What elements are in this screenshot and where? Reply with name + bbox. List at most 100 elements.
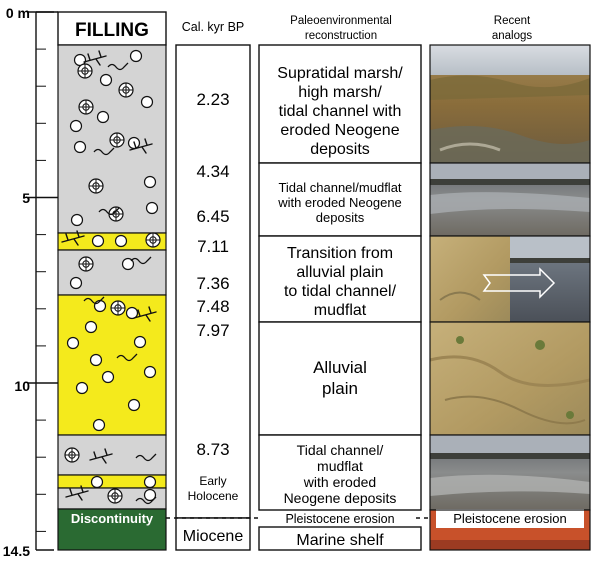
analog-photo-alluvial — [429, 321, 591, 436]
ages-column: Cal. kyr BP 2.23 4.34 6.45 7.11 7.36 7.4… — [175, 20, 251, 551]
age-6-45: 6.45 — [196, 207, 229, 226]
analog-photo-erosion: Pleistocene erosion — [429, 509, 591, 551]
pebble-symbol — [140, 95, 154, 109]
tick-label-0: 0 m — [6, 5, 30, 21]
recon-transition-line-3: to tidal channel/ — [284, 283, 397, 300]
early-holocene-line-2: Holocene — [188, 489, 239, 503]
analog-photo-tidal-lower — [429, 434, 591, 511]
recon-marsh-line-4: eroded Neogene — [280, 122, 399, 139]
pebble-symbol — [96, 110, 110, 124]
recon-box-marine-shelf — [258, 526, 422, 551]
age-7-97: 7.97 — [196, 321, 229, 340]
pebble-symbol — [133, 335, 147, 349]
recon-transition-line-2: alluvial plain — [296, 264, 383, 281]
recon-marsh-line-1: Supratidal marsh/ — [277, 65, 403, 82]
pebble-symbol — [143, 175, 157, 189]
layer-alluvial-thick — [57, 294, 167, 436]
recon-transition-line-4: mudflat — [314, 302, 367, 319]
recon-header-line-2: reconstruction — [305, 30, 377, 42]
depth-axis: 0 m 5 10 14.5 — [3, 5, 58, 559]
recon-tidal-upper-line-2: with eroded Neogene — [277, 195, 402, 210]
transition-arrow-icon — [482, 267, 556, 299]
burrow-symbol — [107, 62, 129, 71]
analog-photo-marsh — [429, 44, 591, 164]
layer-miocene — [57, 508, 167, 551]
plant-root-symbol — [61, 230, 85, 246]
age-4-34: 4.34 — [196, 162, 229, 181]
pebble-symbol — [143, 475, 157, 489]
analog-erosion-label: Pleistocene erosion — [453, 511, 566, 526]
recon-transition-line-1: Transition from — [287, 245, 393, 262]
plant-root-symbol — [83, 50, 107, 66]
pebble-symbol — [143, 365, 157, 379]
tick-label-5: 5 — [22, 190, 30, 206]
analogs-header-line-2: analogs — [492, 30, 533, 42]
discontinuity-label: Discontinuity — [71, 511, 154, 526]
recon-marsh-line-3: tidal channel with — [279, 103, 402, 120]
erosion-surface: Pleistocene erosion — [166, 512, 430, 526]
pebble-symbol — [66, 336, 80, 350]
burrow-symbol — [135, 496, 157, 505]
recon-tidal-lower-line-4: Neogene deposits — [284, 490, 397, 506]
tick-label-10: 10 — [14, 378, 30, 394]
plant-root-symbol — [89, 448, 113, 464]
recon-tidal-upper-line-1: Tidal channel/mudflat — [278, 180, 401, 195]
burrow-symbol — [130, 256, 152, 265]
recon-box-tidal-lower — [258, 434, 422, 511]
pebble-symbol — [101, 370, 115, 384]
recon-box-alluvial — [258, 321, 422, 436]
pebble-symbol — [121, 257, 135, 271]
age-2-23: 2.23 — [196, 90, 229, 109]
miocene-label: Miocene — [183, 528, 244, 545]
analog-photo-transition — [429, 235, 591, 323]
analog-photo-tidal-upper — [429, 162, 591, 237]
recon-marsh-line-5: deposits — [310, 141, 370, 158]
burrow-symbol — [93, 147, 115, 156]
pebble-symbol — [91, 234, 105, 248]
recon-tidal-upper-line-3: deposits — [316, 210, 365, 225]
pebble-symbol — [99, 73, 113, 87]
pebble-symbol — [90, 475, 104, 489]
recon-tidal-lower-line-3: with eroded — [303, 474, 376, 490]
marine-shelf-label: Marine shelf — [296, 532, 384, 549]
pebble-symbol — [75, 381, 89, 395]
recon-header-line-1: Paleoenvironmental — [290, 15, 392, 27]
early-holocene-line-1: Early — [199, 474, 226, 488]
tick-label-14-5: 14.5 — [3, 543, 30, 559]
pebble-symbol — [93, 299, 107, 313]
pebble-symbol — [73, 140, 87, 154]
plant-root-symbol — [129, 138, 153, 154]
pebble-symbol — [145, 201, 159, 215]
reconstruction-column: Paleoenvironmental reconstruction Suprat… — [258, 15, 422, 551]
age-7-11: 7.11 — [197, 237, 229, 256]
pebble-symbol — [69, 119, 83, 133]
pebble-symbol — [114, 234, 128, 248]
pebble-symbol — [125, 306, 139, 320]
burrow-symbol — [116, 353, 138, 362]
ages-header: Cal. kyr BP — [182, 20, 245, 34]
recon-tidal-lower-line-1: Tidal channel/ — [297, 442, 384, 458]
pebble-symbol — [84, 320, 98, 334]
filling-header: FILLING — [75, 20, 149, 41]
pebble-symbol — [127, 398, 141, 412]
burrow-symbol — [98, 207, 120, 216]
miocene-box — [175, 517, 251, 551]
pebble-symbol — [92, 418, 106, 432]
pebble-symbol — [70, 213, 84, 227]
age-8-73: 8.73 — [196, 440, 229, 459]
stratigraphic-column: FILLING Discontinuity — [57, 11, 167, 551]
burrow-symbol — [83, 296, 105, 305]
pleistocene-erosion-label: Pleistocene erosion — [285, 512, 394, 526]
analogs-header-line-1: Recent — [494, 15, 531, 27]
plant-root-symbol — [133, 306, 157, 322]
recon-box-transition — [258, 235, 422, 323]
age-7-36: 7.36 — [196, 274, 229, 293]
ages-box — [175, 44, 251, 519]
recon-alluvial-line-1: Alluvial — [313, 358, 367, 377]
recon-box-tidal-upper — [258, 162, 422, 237]
pebble-symbol — [129, 49, 143, 63]
lithology-symbols — [61, 49, 161, 505]
plant-root-symbol — [65, 485, 89, 501]
analogs-column: Recent analogs — [429, 15, 591, 551]
